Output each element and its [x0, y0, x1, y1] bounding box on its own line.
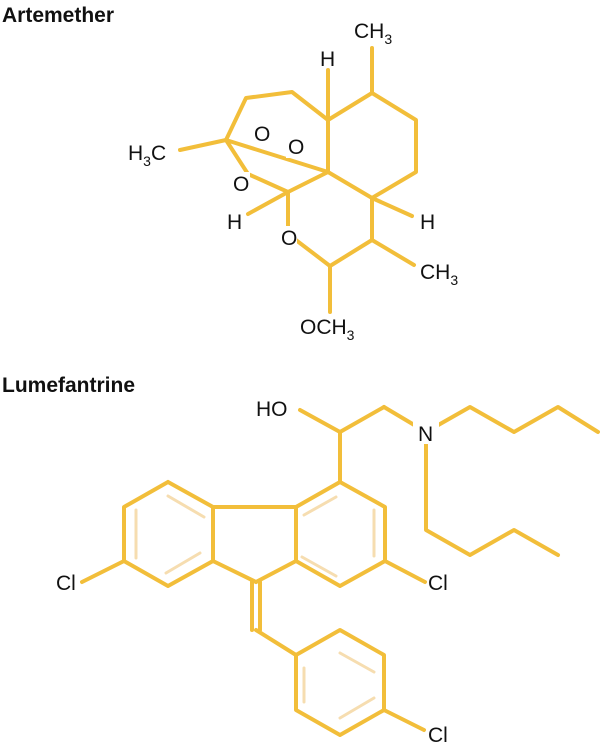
- artemether-o-o-bond: [224, 138, 330, 174]
- lumefantrine-aromatic-inner-bonds: [134, 494, 376, 720]
- artemether-h-bond-left: [246, 190, 290, 216]
- artemether-methyl-bond-left: [178, 138, 228, 152]
- artemether-h-right: H: [420, 211, 435, 234]
- artemether-ch3-right: CH3: [420, 261, 458, 288]
- artemether-h3c-left: H3C: [128, 142, 166, 169]
- lumefantrine-five-ring-right: [254, 559, 298, 584]
- lumefantrine-cl-bond-bottom: [382, 708, 426, 732]
- lumefantrine-cl-right: Cl: [428, 572, 448, 595]
- lumefantrine-butyl-lower: [424, 430, 560, 557]
- lumefantrine-label-masks: [413, 420, 439, 444]
- lumefantrine-right-benzene: [294, 480, 387, 588]
- artemether-structure: Artemether CH3 H H3C O: [2, 4, 458, 343]
- artemether-o-oxane: O: [281, 227, 297, 250]
- artemether-methyl-bond-right: [370, 238, 416, 267]
- lumefantrine-labels: HO N Cl Cl Cl: [56, 398, 448, 747]
- artemether-top-ring: [326, 91, 418, 200]
- lumefantrine-chain-bond-b: [298, 408, 342, 434]
- lumefantrine-chain-bond-c: [338, 405, 386, 434]
- artemether-ch3-top: CH3: [354, 20, 392, 47]
- lumefantrine-cl-bond-right: [383, 559, 427, 584]
- artemether-o-peroxide-2: O: [288, 136, 304, 159]
- lumefantrine-cl-bottom: Cl: [428, 724, 448, 747]
- artemether-label-masks: [232, 123, 304, 248]
- lumefantrine-ho: HO: [256, 398, 288, 421]
- artemether-bonds: [178, 46, 418, 314]
- artemether-o-ring: O: [233, 173, 249, 196]
- lumefantrine-title: Lumefantrine: [2, 374, 135, 397]
- artemether-o-peroxide-1: O: [254, 123, 270, 146]
- lumefantrine-five-ring-left: [211, 559, 258, 584]
- artemether-lower-ring: [286, 190, 374, 268]
- artemether-h-left: H: [227, 211, 242, 234]
- lumefantrine-vinyl-bond: [254, 628, 298, 657]
- artemether-h-bond-right: [370, 196, 414, 218]
- lumefantrine-cl-left: Cl: [56, 572, 76, 595]
- artemether-title: Artemether: [2, 4, 114, 27]
- artemether-labels: CH3 H H3C O O O O H H CH3 OCH3: [128, 20, 458, 343]
- artemether-och3: OCH3: [300, 316, 355, 343]
- lumefantrine-structure: Lumefantrine: [2, 374, 600, 747]
- artemether-h-top: H: [320, 48, 335, 71]
- lumefantrine-n: N: [418, 423, 433, 446]
- lumefantrine-bonds: [80, 405, 600, 737]
- lumefantrine-cl-bond-left: [80, 559, 126, 584]
- lumefantrine-butyl-upper: [424, 405, 600, 434]
